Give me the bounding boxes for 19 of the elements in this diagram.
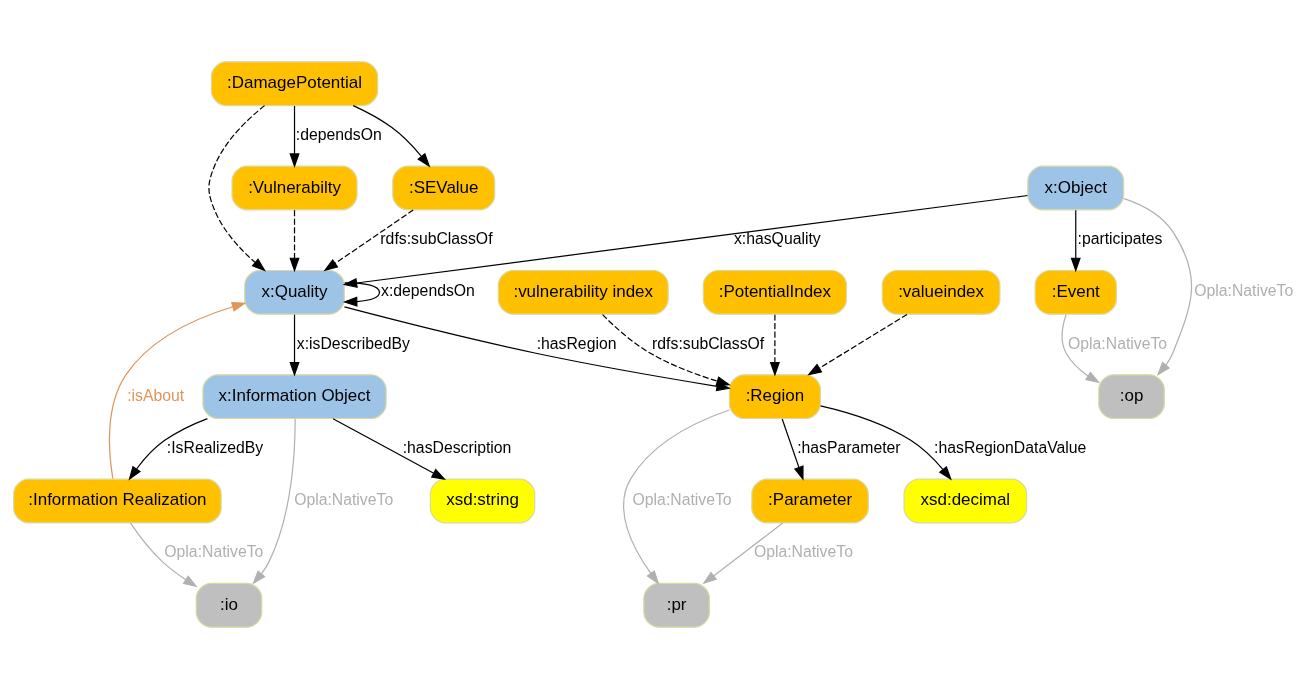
edge-label: :hasRegionDataValue bbox=[934, 438, 1087, 456]
edge-label: Opla:NativeTo bbox=[1068, 334, 1168, 352]
edge-label: x:dependsOn bbox=[381, 281, 475, 299]
edge-label: Opla:NativeTo bbox=[294, 490, 394, 508]
edge-label: :isAbout bbox=[127, 386, 185, 404]
edge-label: Opla:NativeTo bbox=[753, 542, 853, 560]
edge-label: :hasRegion bbox=[536, 334, 617, 352]
edge-label: Opla:NativeTo bbox=[632, 490, 732, 508]
edge-label: :hasParameter bbox=[797, 438, 901, 456]
edge-label: rdfs:subClassOf bbox=[652, 334, 765, 352]
edge-label: :hasDescription bbox=[402, 438, 512, 456]
edge-label: Opla:NativeTo bbox=[164, 542, 264, 560]
edge-label: :IsRealizedBy bbox=[166, 438, 264, 456]
edge-label: Opla:NativeTo bbox=[1194, 281, 1294, 299]
edge-label: :dependsOn bbox=[295, 125, 382, 143]
edge-label: :participates bbox=[1077, 229, 1163, 247]
edge-label: rdfs:subClassOf bbox=[380, 229, 493, 247]
edge-label: x:hasQuality bbox=[733, 229, 821, 247]
edge-label: x:isDescribedBy bbox=[296, 334, 410, 352]
